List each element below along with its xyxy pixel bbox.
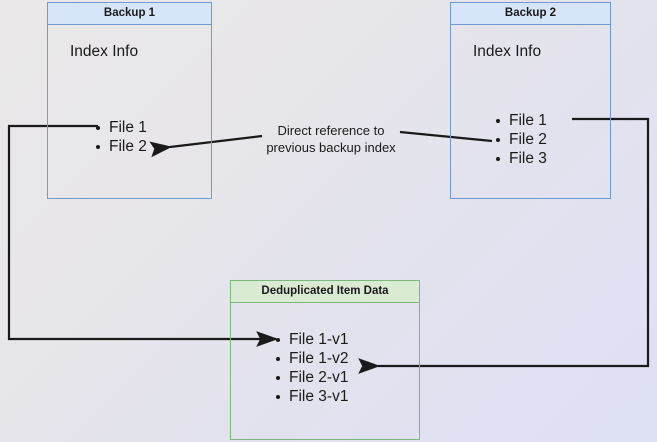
- backup-1-file-list: File 1 File 2: [95, 118, 147, 156]
- backup-2-body: Index Info File 1 File 2 File 3: [451, 25, 610, 198]
- list-item: File 3: [495, 149, 547, 168]
- dedup-body: File 1-v1 File 1-v2 File 2-v1 File 3-v1: [231, 303, 419, 439]
- backup-1-index-label: Index Info: [70, 43, 139, 60]
- backup-2-file-list: File 1 File 2 File 3: [495, 111, 547, 168]
- backup-2-index-label: Index Info: [473, 43, 542, 60]
- dedup-file-list: File 1-v1 File 1-v2 File 2-v1 File 3-v1: [275, 330, 348, 406]
- caption-direct-reference: Direct reference to previous backup inde…: [266, 123, 396, 155]
- list-item: File 2-v1: [275, 368, 348, 387]
- list-item: File 1-v2: [275, 349, 348, 368]
- list-item: File 1: [95, 118, 147, 137]
- list-item: File 2: [95, 137, 147, 156]
- deduplicated-item-data-box: Deduplicated Item Data File 1-v1 File 1-…: [230, 280, 420, 440]
- backup-1-header: Backup 1: [48, 3, 211, 25]
- backup-2-box: Backup 2 Index Info File 1 File 2 File 3: [450, 2, 611, 199]
- dedup-header: Deduplicated Item Data: [231, 281, 419, 303]
- list-item: File 3-v1: [275, 387, 348, 406]
- backup-2-header: Backup 2: [451, 3, 610, 25]
- backup-1-body: Index Info File 1 File 2: [48, 25, 211, 198]
- list-item: File 1-v1: [275, 330, 348, 349]
- list-item: File 2: [495, 130, 547, 149]
- list-item: File 1: [495, 111, 547, 130]
- backup-1-box: Backup 1 Index Info File 1 File 2: [47, 2, 212, 199]
